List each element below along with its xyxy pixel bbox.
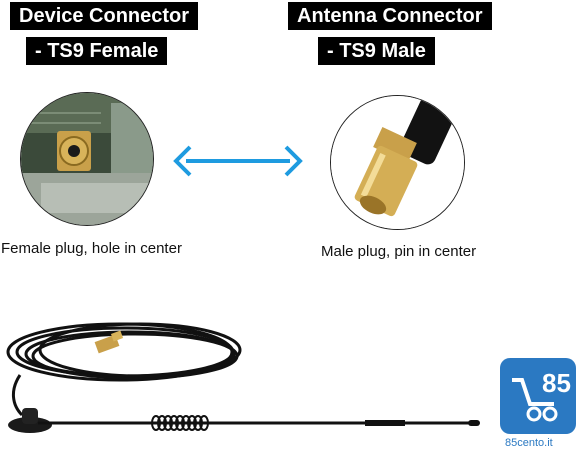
female-connector-photo	[20, 92, 154, 226]
antenna-product-photo	[0, 290, 578, 455]
device-connector-title: Device Connector	[10, 2, 199, 30]
brand-name: 85cento.it	[505, 437, 553, 449]
male-connector-photo	[330, 95, 465, 230]
device-connector-subtitle: - TS9 Female	[26, 37, 168, 65]
female-plug-caption: Female plug, hole in center	[1, 240, 182, 257]
brand-logo: 85	[500, 358, 576, 434]
male-plug-caption: Male plug, pin in center	[321, 243, 477, 260]
shopping-cart-logo: 85	[512, 368, 571, 422]
double-arrow-icon	[172, 144, 304, 178]
logo-number: 85	[542, 368, 571, 398]
antenna-connector-subtitle: - TS9 Male	[318, 37, 435, 65]
antenna-connector-title: Antenna Connector	[288, 2, 492, 30]
